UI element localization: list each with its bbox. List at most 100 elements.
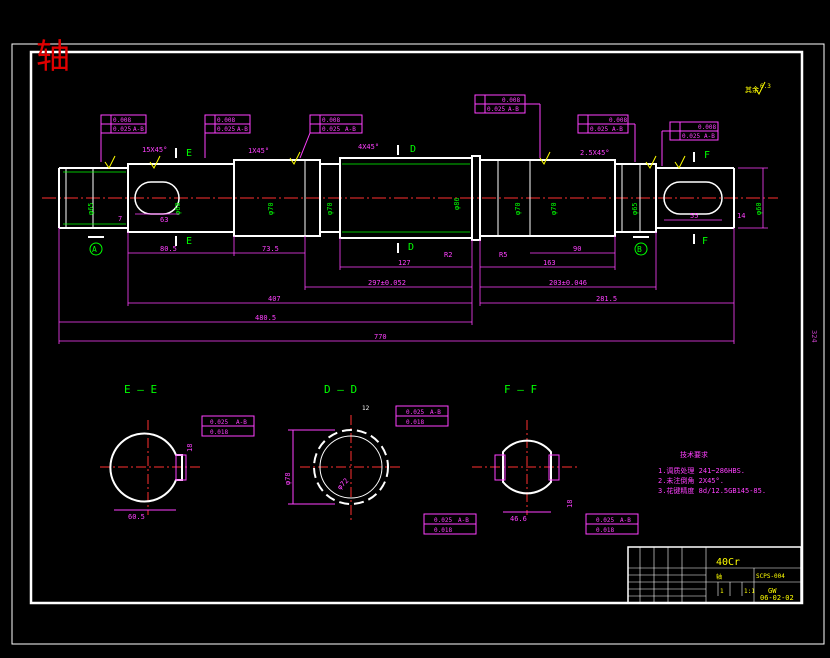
section-view-ee: E — E 60.5 18 0.025 0.018 A-B: [100, 383, 255, 521]
dia-label: φ60: [755, 202, 763, 215]
tech-req-line: 3.花键精度 8d/12.5GB145-85.: [658, 486, 766, 495]
dia-label: φ86: [453, 197, 461, 210]
section-tol: 0.018: [596, 527, 614, 534]
roughness-symbols: [104, 81, 766, 169]
spline-hatch: [63, 163, 470, 233]
section-tol: 0.025: [434, 517, 452, 524]
dim-label: 480.5: [255, 314, 276, 322]
section-mark-e: E: [186, 148, 192, 159]
dim-label: 297±0.052: [368, 279, 406, 287]
gdt-value: 0.025: [487, 106, 505, 113]
gdt-value: 0.008: [322, 117, 340, 124]
gdt-value: 0.008: [609, 117, 627, 124]
section-cut-arrows: [175, 145, 695, 253]
section-ref: A-B: [430, 409, 441, 416]
dim-label: 203±0.046: [549, 279, 587, 287]
dia-label: φ70: [550, 202, 558, 215]
chamfer-labels: 15X45° 1X45° 4X45° 2.5X45°: [142, 143, 610, 157]
dimension-labels: 7 63 80.5 73.5 127 163 90 297±0.052 203±…: [118, 212, 745, 341]
section-tol: 0.025: [210, 419, 228, 426]
gdt-ref: A-B: [133, 126, 144, 133]
gdt-frames: [100, 94, 719, 166]
dim-label: 55: [690, 212, 698, 220]
section-dim: 18: [186, 444, 194, 452]
gdt-ref: A-B: [612, 126, 623, 133]
gdt-value: 0.008: [113, 117, 131, 124]
section-mark-d: D: [410, 144, 416, 155]
sheet-side-dim: 324: [810, 330, 818, 343]
title-drawing-no: SCPS-004: [756, 573, 785, 580]
section-view-ff: F — F 46.6 18 0.025 0.018 A-B 0.025 0.01…: [423, 383, 639, 535]
radius-label: R5: [499, 251, 507, 259]
shaft-outline: [58, 155, 735, 241]
datum-markers: [89, 242, 648, 256]
dia-label: φ65: [87, 202, 95, 215]
section-mark-e: E: [186, 236, 192, 247]
chamfer-label: 1X45°: [248, 147, 269, 155]
dim-label: 90: [573, 245, 581, 253]
dim-label: 127: [398, 259, 411, 267]
radius-label: R2: [444, 251, 452, 259]
title-code: GW: [768, 587, 777, 595]
section-ref: A-B: [620, 517, 631, 524]
section-marks: E E D D F F: [186, 144, 710, 253]
dim-label: 73.5: [262, 245, 279, 253]
section-dim: φ78: [284, 472, 292, 485]
tech-req-title: 技术要求: [680, 450, 708, 459]
drawing-title: 轴: [36, 37, 70, 77]
dim-label: 14: [737, 212, 745, 220]
dim-label: 407: [268, 295, 281, 303]
chamfer-label: 2.5X45°: [580, 149, 610, 157]
title-sheet: 1: [720, 588, 724, 595]
section-tol: 0.018: [406, 419, 424, 426]
section-tol: 0.018: [434, 527, 452, 534]
title-block: 40Cr SCPS-004 轴 1:1 1 GW 06-02-02: [627, 546, 802, 604]
dim-label: 770: [374, 333, 387, 341]
tech-req-line: 2.未注倒角 2X45°.: [658, 476, 724, 485]
section-tol: 0.025: [406, 409, 424, 416]
chamfer-label: 4X45°: [358, 143, 379, 151]
dimension-lines: [58, 167, 768, 344]
gdt-value: 0.025: [590, 126, 608, 133]
outer-border: [11, 43, 825, 645]
section-dim: 18: [566, 500, 574, 508]
dim-label: 7: [118, 215, 122, 223]
roughness-value: 6.3: [760, 83, 771, 90]
gdt-value: 0.025: [682, 133, 700, 140]
title-scale: 1:1: [744, 588, 755, 595]
gdt-value: 0.008: [217, 117, 235, 124]
dia-label: φ65: [631, 202, 639, 215]
section-dim: 60.5: [128, 513, 145, 521]
datum-a: A: [92, 245, 97, 254]
gdt-value: 0.025: [113, 126, 131, 133]
dia-label: φ70: [326, 202, 334, 215]
gdt-value: 0.025: [217, 126, 235, 133]
section-dim: φ72: [336, 477, 351, 492]
gdt-value: 0.008: [698, 124, 716, 131]
gdt-ref: A-B: [704, 133, 715, 140]
dim-label: 80.5: [160, 245, 177, 253]
title-material: 40Cr: [716, 557, 740, 568]
section-mark-d: D: [408, 242, 414, 253]
tech-requirements: 技术要求 1.调质处理 241~286HBS. 2.未注倒角 2X45°. 3.…: [658, 450, 766, 495]
tech-req-line: 1.调质处理 241~286HBS.: [658, 466, 745, 475]
gdt-ref: A-B: [508, 106, 519, 113]
section-ref: A-B: [236, 419, 247, 426]
dia-label: φ70: [267, 202, 275, 215]
section-tol: 0.025: [596, 517, 614, 524]
section-title: E — E: [124, 383, 157, 396]
section-title: F — F: [504, 383, 537, 396]
inner-border: [29, 50, 804, 605]
gdt-ref: A-B: [237, 126, 248, 133]
datum-b: B: [637, 245, 642, 254]
chamfer-label: 15X45°: [142, 146, 167, 154]
dia-label: φ60: [174, 202, 182, 215]
dim-label: 63: [160, 216, 168, 224]
section-title: D — D: [324, 383, 357, 396]
diameter-labels: φ65 φ60 φ70 φ70 φ86 φ70 φ70 φ65 φ60: [87, 197, 763, 215]
dim-label: 163: [543, 259, 556, 267]
title-date: 06-02-02: [760, 594, 794, 602]
section-dim: 12: [362, 405, 370, 412]
